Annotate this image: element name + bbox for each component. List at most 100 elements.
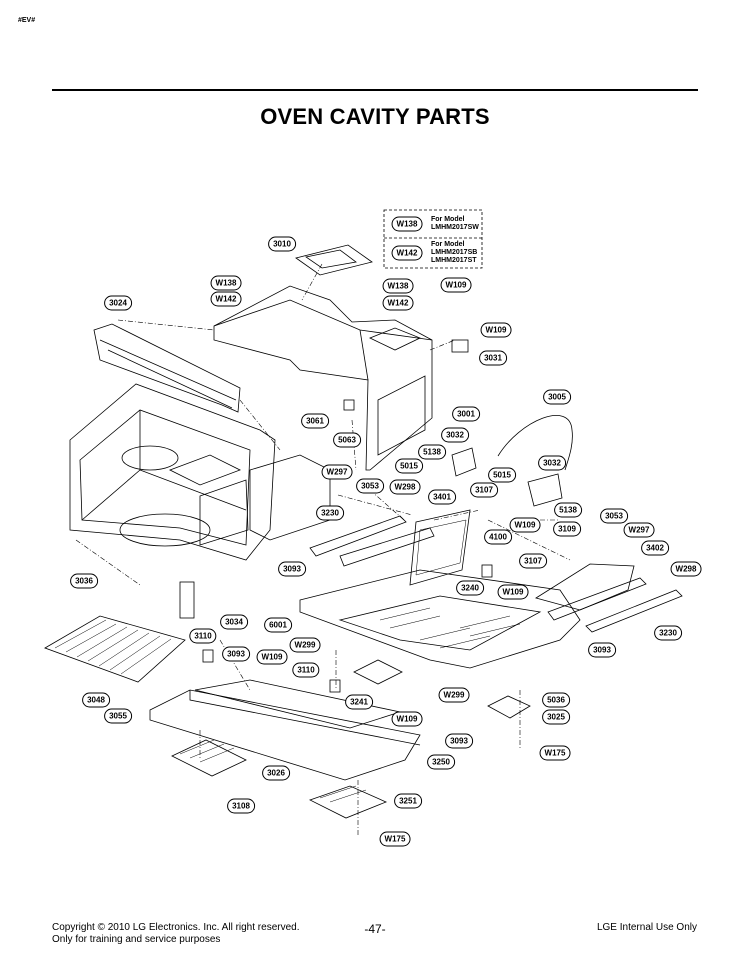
callout-3034: 3034 <box>220 614 248 630</box>
callout-w109-d: W109 <box>497 584 529 600</box>
callout-3005: 3005 <box>543 389 571 405</box>
top-plate <box>295 244 373 276</box>
light-cover-3025 <box>487 695 531 719</box>
callout-w297-b: W297 <box>623 522 655 538</box>
page-number: -47- <box>364 922 386 936</box>
callout-3093-a: 3093 <box>278 561 306 577</box>
model-note-1-label: For Model <box>431 216 465 223</box>
callout-3053-a: 3053 <box>356 478 384 494</box>
vent-3401 <box>409 509 471 586</box>
callout-w109-c: W109 <box>509 517 541 533</box>
callout-5063: 5063 <box>333 432 361 448</box>
header-rule <box>52 89 698 91</box>
callout-3230-a: 3230 <box>316 505 344 521</box>
callout-6001: 6001 <box>264 617 292 633</box>
cable-3005 <box>497 415 573 471</box>
callout-w109-b: W109 <box>480 322 512 338</box>
callout-5138-a: 5138 <box>418 444 446 460</box>
callout-3241: 3241 <box>345 694 373 710</box>
callout-w298-a: W298 <box>389 479 421 495</box>
bracket-3031 <box>451 339 469 353</box>
document-marker: #EV# <box>18 17 36 24</box>
callout-w175-a: W175 <box>539 745 571 761</box>
model-note-1-model: LMHM2017SW <box>431 224 479 231</box>
filter-3026 <box>171 739 247 777</box>
callout-4100: 4100 <box>484 529 512 545</box>
bracket-3034 <box>179 581 195 619</box>
callout-w298-b: W298 <box>670 561 702 577</box>
callout-5015-b: 5015 <box>488 467 516 483</box>
callout-3402: 3402 <box>641 540 669 556</box>
callout-3093-d: 3093 <box>445 733 473 749</box>
callout-3230-b: 3230 <box>654 625 682 641</box>
callout-3110-b: 3110 <box>292 662 320 678</box>
callout-3240: 3240 <box>456 580 484 596</box>
callout-w297-a: W297 <box>321 464 353 480</box>
relay-4100 <box>481 564 493 578</box>
filter-3251 <box>308 785 388 819</box>
callout-3032-a: 3032 <box>441 427 469 443</box>
rear-duct <box>249 454 331 541</box>
light-cover-3241 <box>353 659 403 685</box>
callout-3061: 3061 <box>301 413 329 429</box>
callout-3093-c: 3093 <box>222 646 250 662</box>
copyright-text: Copyright © 2010 LG Electronics. Inc. Al… <box>52 922 300 933</box>
model-note-2-model-a: LMHM2017SB <box>431 249 478 256</box>
callout-3093-b: 3093 <box>588 642 616 658</box>
floor-plate-6001 <box>299 569 581 669</box>
callout-w175-b: W175 <box>379 831 411 847</box>
callout-5138-b: 5138 <box>554 502 582 518</box>
model-note-box <box>383 209 483 269</box>
switch-3110 <box>202 649 214 663</box>
callout-3053-b: 3053 <box>600 508 628 524</box>
bar-3093-right <box>547 577 647 621</box>
callout-w299-b: W299 <box>438 687 470 703</box>
callout-3025: 3025 <box>542 709 570 725</box>
callout-3031: 3031 <box>479 350 507 366</box>
page-title: OVEN CAVITY PARTS <box>260 104 490 129</box>
part-3061 <box>343 399 355 411</box>
callout-3401: 3401 <box>428 489 456 505</box>
callout-3024: 3024 <box>104 295 132 311</box>
bar-3230-right <box>585 589 683 633</box>
callout-w138-b: W138 <box>210 275 242 291</box>
callout-3250: 3250 <box>427 754 455 770</box>
callout-w138-a: W138 <box>391 216 423 232</box>
callout-w299-a: W299 <box>289 637 321 653</box>
fan-5138 <box>451 447 477 477</box>
vent-3402 <box>535 563 635 611</box>
callout-w109-a: W109 <box>440 277 472 293</box>
socket-3110-b <box>329 679 341 693</box>
control-trim <box>93 323 241 413</box>
callout-3110-a: 3110 <box>189 628 217 644</box>
callout-3048: 3048 <box>82 692 110 708</box>
model-note-2-label: For Model <box>431 241 465 248</box>
callout-3026: 3026 <box>262 765 290 781</box>
rack-3048 <box>44 615 186 683</box>
training-text: Only for training and service purposes <box>52 934 221 945</box>
callout-w142-a: W142 <box>391 245 423 261</box>
internal-use-label: LGE Internal Use Only <box>596 922 697 933</box>
callout-3010: 3010 <box>268 236 296 252</box>
callout-3032-b: 3032 <box>538 455 566 471</box>
callout-w142-c: W142 <box>382 295 414 311</box>
callout-3107-a: 3107 <box>470 482 498 498</box>
fan-5138-b <box>527 473 563 507</box>
callout-w142-b: W142 <box>210 291 242 307</box>
callout-3055: 3055 <box>104 708 132 724</box>
bar-3093-left <box>339 527 435 567</box>
bar-3230-left <box>309 515 407 557</box>
callout-w138-c: W138 <box>382 278 414 294</box>
callout-5015-a: 5015 <box>395 458 423 474</box>
callout-3251: 3251 <box>394 793 422 809</box>
footer-copyright: Copyright © 2010 LG Electronics. Inc. Al… <box>52 922 299 946</box>
callout-3036: 3036 <box>70 573 98 589</box>
model-note-2-model-b: LMHM2017ST <box>431 257 477 264</box>
callout-3108: 3108 <box>227 798 255 814</box>
callout-w109-f: W109 <box>391 711 423 727</box>
callout-w109-e: W109 <box>256 649 288 665</box>
callout-3107-b: 3107 <box>519 553 547 569</box>
callout-5036: 5036 <box>542 692 570 708</box>
callout-3001: 3001 <box>452 406 480 422</box>
